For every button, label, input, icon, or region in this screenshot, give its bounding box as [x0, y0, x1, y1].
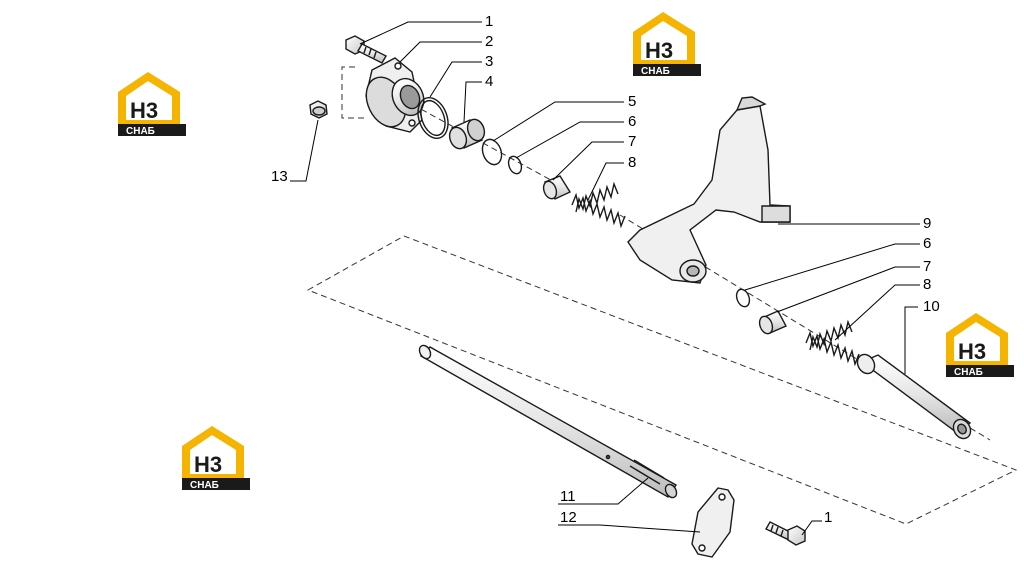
bushing	[448, 118, 486, 150]
spring-upper	[571, 181, 626, 229]
callout-6-lower: 6	[923, 235, 931, 252]
logo-mark: H3	[130, 98, 158, 123]
o-ring-small	[481, 138, 503, 166]
logo-word: CHAБ	[190, 480, 219, 491]
shift-fork	[627, 96, 791, 284]
callout-1: 1	[485, 13, 493, 30]
callout-8: 8	[628, 154, 636, 171]
callout-6: 6	[628, 113, 636, 130]
logo-word: CHAБ	[641, 66, 670, 77]
snap-ring-lower	[735, 288, 751, 308]
bolt-bottom	[765, 521, 806, 546]
watermark-logo-3: H3 CHAБ	[946, 313, 1014, 378]
callout-12: 12	[560, 509, 577, 526]
callout-3: 3	[485, 53, 493, 70]
pin-rod	[856, 353, 972, 440]
callout-7-lower: 7	[923, 258, 931, 275]
callout-7: 7	[628, 133, 636, 150]
logo-mark: H3	[194, 452, 222, 477]
logo-mark: H3	[958, 339, 986, 364]
sleeve-lower	[758, 310, 787, 335]
callout-1-lower: 1	[824, 509, 832, 526]
watermark-logo-2: H3 CHAБ	[118, 72, 186, 137]
callout-2: 2	[485, 33, 493, 50]
plug	[309, 100, 328, 119]
logo-mark: H3	[645, 38, 673, 63]
watermark-logo-1: H3 CHAБ	[633, 12, 701, 77]
logo-word: CHAБ	[954, 367, 983, 378]
callout-5: 5	[628, 93, 636, 110]
callout-11: 11	[560, 488, 576, 505]
flange-housing	[365, 57, 425, 133]
callout-13: 13	[271, 168, 288, 185]
spring-lower	[805, 319, 860, 367]
leader-lines	[290, 21, 920, 536]
o-ring-large	[417, 96, 449, 140]
sleeve-upper	[542, 175, 572, 200]
cover-plate	[691, 487, 735, 558]
callout-8-lower: 8	[923, 276, 931, 293]
snap-ring-upper	[507, 155, 523, 175]
assembly-lines	[306, 66, 1018, 525]
watermark-logo-4: H3 CHAБ	[182, 426, 250, 491]
bolt-top	[345, 35, 387, 64]
logo-word: CHAБ	[126, 126, 155, 137]
callout-9: 9	[923, 215, 931, 232]
callout-labels: 1 2 3 4 5 6 7 8 9 6 7 8 10 11 12 13 1	[271, 13, 940, 526]
callout-4: 4	[485, 73, 493, 90]
shift-shaft	[418, 344, 678, 499]
callout-10: 10	[923, 298, 940, 315]
